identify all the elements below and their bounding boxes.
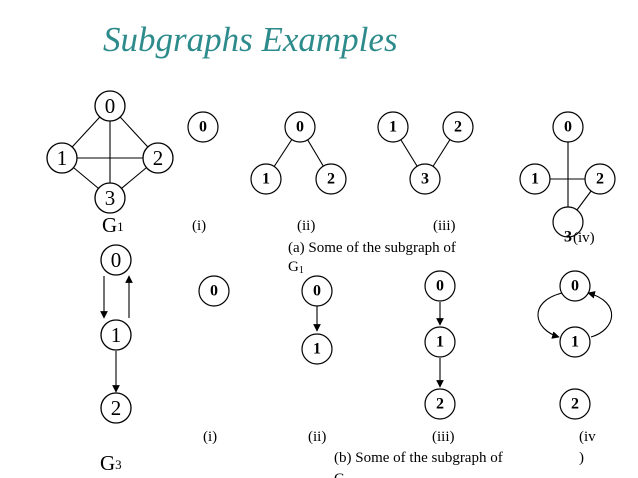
svg-text:0: 0 (111, 248, 122, 272)
label-b-i: (i) (203, 429, 217, 445)
edge-b-iv-0-1 (537, 292, 563, 339)
node-a-i-0: 0 (187, 111, 219, 143)
svg-text:2: 2 (153, 146, 164, 170)
svg-text:1: 1 (111, 323, 122, 347)
node-b-iv-1: 1 (559, 326, 591, 358)
subgraph-a-iv: 0 1 2 3 (519, 111, 616, 246)
svg-text:0: 0 (571, 278, 579, 295)
node-a-iv-0: 0 (552, 111, 584, 143)
slide-title: Subgraphs Examples (103, 20, 398, 59)
svg-text:1: 1 (313, 341, 321, 358)
subgraph-b-iii: 0 1 2 (424, 270, 456, 420)
label-b-ii: (ii) (308, 429, 326, 445)
node-b-iv-0: 0 (559, 270, 591, 302)
node-a-iii-3: 3 (409, 163, 441, 195)
subgraph-a-ii: 0 1 2 (250, 111, 347, 195)
svg-text:2: 2 (327, 171, 335, 188)
svg-text:3: 3 (421, 171, 429, 188)
svg-text:1: 1 (436, 334, 444, 351)
svg-text:1: 1 (571, 334, 579, 351)
g1-label: G1 (102, 213, 124, 237)
node-b-iii-2: 2 (424, 388, 456, 420)
node-g3-1: 1 (100, 319, 132, 351)
svg-text:0: 0 (210, 283, 218, 300)
node-a-ii-1: 1 (250, 163, 282, 195)
caption-b: (b) Some of the subgraph of (334, 450, 503, 466)
node-g1-2: 2 (142, 142, 174, 174)
node-a-iv-3: 3 (552, 206, 584, 246)
node-b-iii-1: 1 (424, 326, 456, 358)
node-g1-3: 3 (94, 182, 126, 214)
svg-text:1: 1 (531, 171, 539, 188)
label-a-iv: (iv) (573, 230, 595, 246)
node-b-ii-0: 0 (301, 275, 333, 307)
svg-text:0: 0 (105, 94, 116, 118)
node-a-iii-2: 2 (442, 111, 474, 143)
node-a-iv-2: 2 (584, 163, 616, 195)
label-b-iv-close: ) (579, 450, 584, 466)
svg-text:0: 0 (436, 278, 444, 295)
svg-text:2: 2 (596, 171, 604, 188)
graph-g3: 0 1 2 G3 (100, 244, 133, 475)
label-b-iv: (iv (579, 429, 596, 445)
svg-text:0: 0 (313, 283, 321, 300)
node-g3-2: 2 (100, 392, 132, 424)
node-a-iv-1: 1 (519, 163, 551, 195)
svg-text:1: 1 (389, 119, 397, 136)
label-a-iii: (iii) (433, 218, 456, 234)
svg-text:1: 1 (262, 171, 270, 188)
node-g3-0: 0 (100, 244, 132, 276)
svg-text:0: 0 (199, 119, 207, 136)
svg-text:3: 3 (105, 186, 116, 210)
edge-b-iv-1-0 (587, 291, 613, 338)
svg-text:1: 1 (57, 146, 68, 170)
caption-b-line2: G (334, 471, 345, 478)
graph-g1: 0 1 2 3 G1 (46, 90, 174, 237)
node-b-iii-0: 0 (424, 270, 456, 302)
svg-text:2: 2 (436, 396, 444, 413)
subgraph-b-ii: 0 1 (301, 275, 333, 365)
node-g1-0: 0 (94, 90, 126, 122)
subgraph-a-iii: 1 2 3 (377, 111, 474, 195)
caption-a-line1: (a) Some of the subgraph of (288, 240, 456, 256)
node-b-ii-1: 1 (301, 333, 333, 365)
node-b-iv-2: 2 (559, 388, 591, 420)
node-b-i-0: 0 (198, 275, 230, 307)
caption-a-line2: G1 (288, 259, 304, 276)
svg-text:2: 2 (454, 119, 462, 136)
svg-text:2: 2 (571, 396, 579, 413)
subgraph-a-i: 0 (187, 111, 219, 143)
subgraph-b-iv: 0 1 2 (537, 270, 613, 420)
g3-label: G3 (100, 451, 122, 475)
node-a-ii-0: 0 (284, 111, 316, 143)
subgraph-b-i: 0 (198, 275, 230, 307)
svg-text:0: 0 (564, 119, 572, 136)
label-a-i: (i) (192, 218, 206, 234)
svg-text:0: 0 (296, 119, 304, 136)
node-a-iii-1: 1 (377, 111, 409, 143)
node-a-ii-2: 2 (315, 163, 347, 195)
label-a-ii: (ii) (297, 218, 315, 234)
svg-text:2: 2 (111, 396, 122, 420)
label-b-iii: (iii) (432, 429, 455, 445)
node-g1-1: 1 (46, 142, 78, 174)
svg-text:3: 3 (564, 229, 572, 246)
